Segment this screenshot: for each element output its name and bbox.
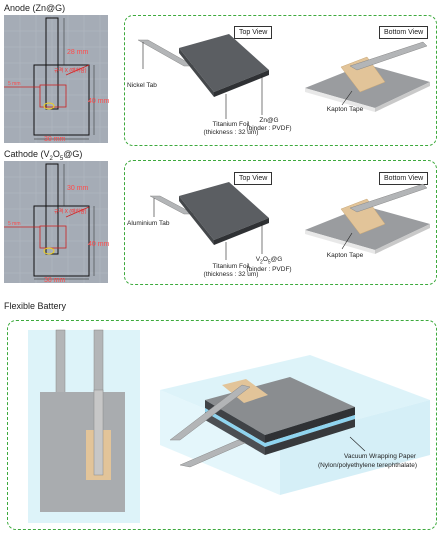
battery-panel [7, 320, 437, 530]
anode-foil-label: Titanium Foil [212, 121, 250, 128]
anode-cad-drawing: 28 mm 40 mm 30 mm 5 mm 규격 X (예하참) [4, 15, 110, 143]
cathode-cad-drawing: 30 mm 40 mm 30 mm 5 mm 규격 X (예하참) [4, 161, 110, 284]
cathode-tab-label: Aluminium Tab [127, 220, 170, 227]
cathode-tape-label: Kapton Tape [326, 252, 364, 259]
battery-wrap-label: Vacuum Wrapping Paper [343, 453, 417, 460]
anode-active-label: Zn@G [259, 117, 279, 124]
anode-tab-label: Nickel Tab [127, 82, 157, 89]
anode-marker-text: 규격 X (예하참) [54, 67, 87, 74]
cathode-electrode-panel [124, 160, 437, 285]
anode-foil-note: (thickness : 32 um) [203, 129, 259, 136]
cathode-bottom-view-tag: Bottom View [379, 172, 429, 185]
anode-binder-note: (binder : PVDF) [246, 125, 292, 132]
cathode-active-label: V2O5@G [255, 256, 283, 266]
anode-dim-top: 28 mm [67, 49, 89, 56]
cathode-foil-label: Titanium Foil [212, 263, 250, 270]
cathode-dim-small: 5 mm [8, 221, 21, 227]
anode-dim-small: 5 mm [8, 81, 21, 87]
cathode-dim-height: 40 mm [88, 241, 110, 248]
battery-front-illustration [28, 329, 140, 523]
cathode-foil-note: (thickness : 32 um) [203, 271, 259, 278]
cathode-top-view-tag: Top View [234, 172, 273, 185]
battery-wrap-note: (Nylon/polyethylene terephthalate) [317, 462, 417, 469]
cathode-bottom-view-illustration [305, 183, 430, 254]
cathode-binder-note: (binder : PVDF) [246, 266, 292, 273]
cathode-dim-top: 30 mm [67, 185, 89, 192]
cathode-marker-text: 규격 X (예하참) [54, 208, 87, 215]
anode-tape-label: Kapton Tape [326, 106, 364, 113]
anode-electrode-panel [124, 15, 437, 146]
anode-dim-width: 30 mm [44, 136, 66, 143]
anode-top-view-illustration [137, 34, 269, 119]
cathode-section-title: Cathode (V2O5@G) [4, 149, 83, 162]
battery-section-title: Flexible Battery [4, 301, 67, 311]
anode-section-title: Anode (Zn@G) [4, 3, 66, 13]
anode-bottom-view-tag: Bottom View [379, 26, 429, 39]
cathode-dim-width: 30 mm [44, 277, 66, 284]
cathode-top-view-illustration [149, 182, 269, 260]
anode-top-view-tag: Top View [234, 26, 273, 39]
anode-bottom-view-illustration [305, 41, 430, 112]
anode-dim-height: 40 mm [88, 98, 110, 105]
battery-3d-illustration [160, 355, 430, 495]
